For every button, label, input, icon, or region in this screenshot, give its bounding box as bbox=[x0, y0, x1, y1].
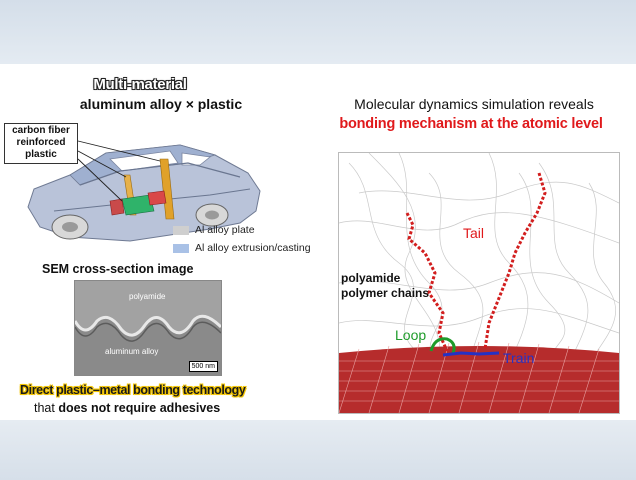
callout-line-3: plastic bbox=[25, 149, 57, 160]
sem-scale-bar: 500 nm bbox=[188, 361, 218, 372]
legend-label-extrusion: Al alloy extrusion/casting bbox=[195, 242, 311, 254]
polyamide-label-line2: polymer chains bbox=[341, 286, 430, 300]
loop-label: Loop bbox=[395, 327, 427, 343]
alloy-plastic-heading: aluminum alloy × plastic bbox=[79, 96, 243, 112]
sem-image: polyamide aluminum alloy 500 nm bbox=[74, 280, 222, 376]
sem-title: SEM cross-section image bbox=[42, 262, 194, 276]
no-adhesive-tagline: that does not require adhesives bbox=[34, 401, 220, 415]
sem-label-aluminum: aluminum alloy bbox=[105, 347, 159, 356]
top-band bbox=[0, 0, 636, 64]
carbon-fiber-callout: carbon fiber reinforced plastic bbox=[4, 123, 78, 164]
legend-item-plate: Al alloy plate bbox=[173, 222, 311, 238]
sem-texture bbox=[75, 281, 221, 375]
multi-material-heading: Multi-material bbox=[93, 76, 187, 93]
polyamide-label-line1: polyamide bbox=[341, 271, 401, 285]
legend-label-plate: Al alloy plate bbox=[195, 224, 255, 236]
bonding-technology-tagline: Direct plastic–metal bonding technology bbox=[20, 383, 246, 397]
bottom-band bbox=[0, 420, 636, 480]
swatch-plate bbox=[173, 225, 189, 235]
train-label: Train bbox=[503, 350, 535, 366]
tagline-bold: does not require adhesives bbox=[58, 401, 221, 415]
callout-line-1: carbon fiber bbox=[12, 125, 70, 136]
sem-label-polyamide: polyamide bbox=[129, 292, 166, 301]
legend-item-extrusion: Al alloy extrusion/casting bbox=[173, 240, 311, 256]
simulation-title: Molecular dynamics simulation reveals bbox=[354, 96, 594, 112]
swatch-extrusion bbox=[173, 243, 189, 253]
md-simulation-image: Tail polyamide polymer chains Loop Train bbox=[338, 152, 620, 414]
polyamide-label: polyamide polymer chains bbox=[341, 271, 429, 301]
callout-line-2: reinforced bbox=[16, 137, 66, 148]
tagline-prefix: that bbox=[34, 401, 59, 415]
mechanism-title: bonding mechanism at the atomic level bbox=[339, 116, 603, 132]
material-legend: Al alloy plate Al alloy extrusion/castin… bbox=[173, 222, 311, 258]
car-body-illustration bbox=[27, 140, 261, 242]
simulation-render bbox=[339, 153, 619, 413]
tail-label: Tail bbox=[463, 225, 485, 241]
